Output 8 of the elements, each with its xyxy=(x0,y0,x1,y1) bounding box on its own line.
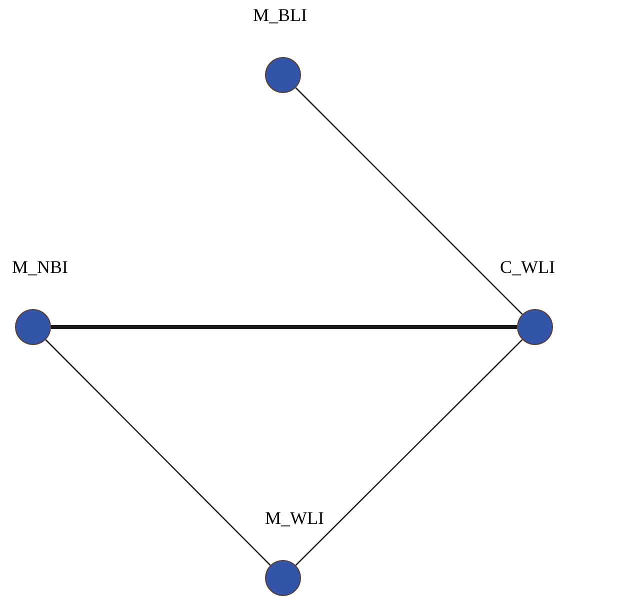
node-label: M_NBI xyxy=(12,256,68,279)
edge-line xyxy=(295,87,523,315)
node-label: C_WLI xyxy=(500,256,555,279)
edge-line xyxy=(295,339,523,566)
node-label: M_WLI xyxy=(265,507,324,530)
edge-line xyxy=(45,339,271,566)
node-label: M_BLI xyxy=(253,4,307,27)
thick-edge-line xyxy=(51,325,517,329)
